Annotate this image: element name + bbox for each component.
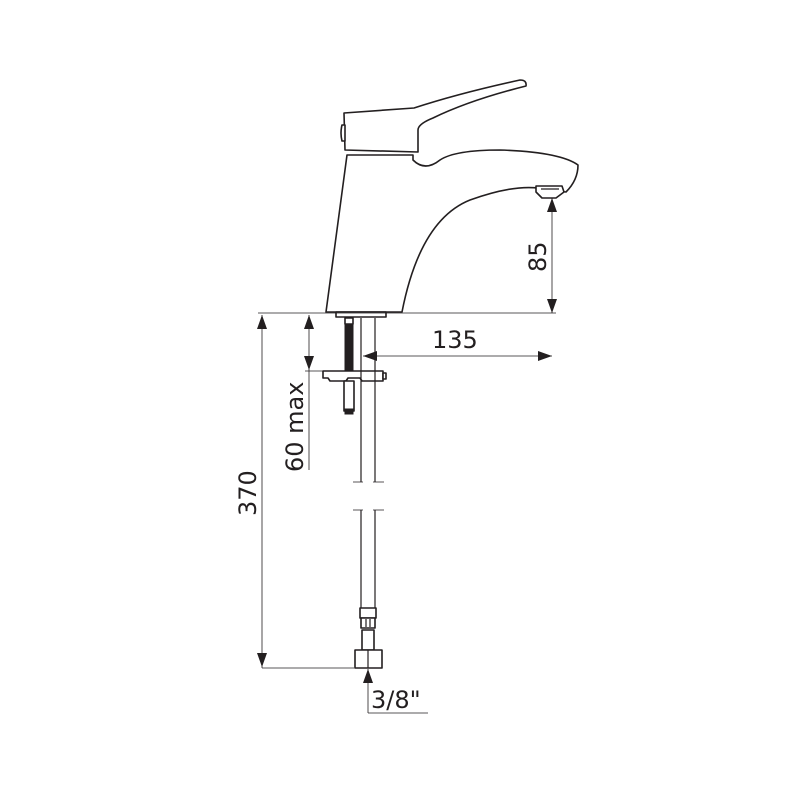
dimension-spout-reach: 135: [363, 326, 552, 361]
dimension-label-85: 85: [524, 241, 552, 272]
dimension-hose-length: 370: [234, 315, 354, 669]
dimension-deck-thickness: 60 max: [281, 315, 323, 472]
aerator: [535, 185, 565, 199]
dimension-label-370: 370: [234, 470, 262, 516]
dimension-label-135: 135: [432, 326, 478, 354]
dimension-spout-height: 85: [524, 198, 557, 313]
dimension-label-3-8: 3/8": [371, 686, 421, 714]
lever-handle: [340, 79, 527, 153]
supply-hose: [353, 318, 384, 669]
fixing-assembly: [322, 317, 387, 415]
dimension-label-60max: 60 max: [281, 382, 309, 472]
dimension-connection: 3/8": [363, 669, 428, 714]
tap-body: [325, 149, 579, 318]
